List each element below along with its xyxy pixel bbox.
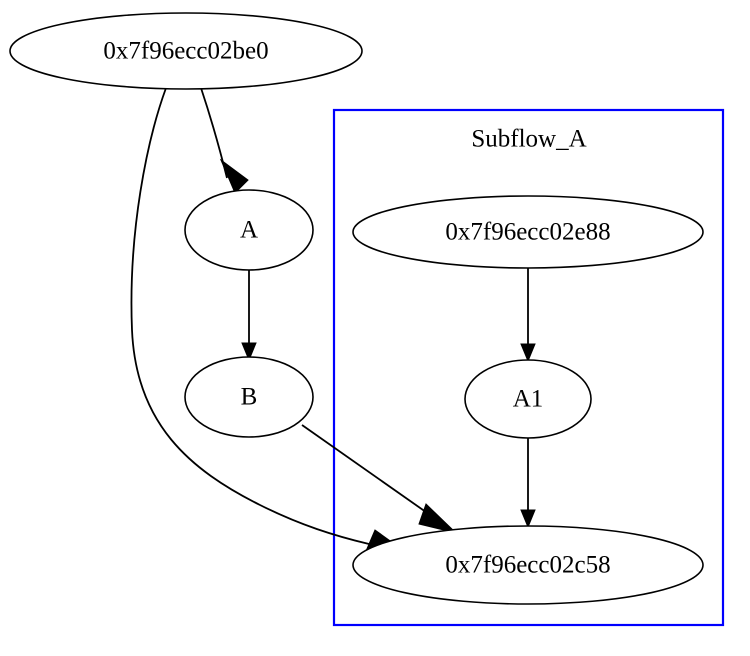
cluster-border-rect	[332, 108, 725, 627]
edge-layer	[130, 87, 536, 552]
node-b[interactable]: B	[184, 356, 314, 438]
node-root[interactable]: 0x7f96ecc02be0	[9, 12, 363, 90]
edge-a-to-b-arrowhead	[241, 342, 257, 362]
node-b-label: B	[241, 384, 258, 411]
node-c58-label: 0x7f96ecc02c58	[445, 552, 610, 579]
node-e88[interactable]: 0x7f96ecc02e88	[352, 195, 704, 269]
edge-e88-to-a1-arrowhead	[520, 343, 536, 363]
node-b-ellipse	[184, 356, 314, 438]
node-a-label: A	[240, 217, 258, 244]
node-root-label: 0x7f96ecc02be0	[103, 38, 268, 65]
edge-a1-to-c58[interactable]	[520, 438, 536, 529]
edge-a1-to-c58-arrowhead	[520, 509, 536, 529]
edge-root-to-a-arrowhead	[219, 158, 249, 194]
node-a[interactable]: A	[184, 189, 314, 271]
edge-b-to-c58[interactable]	[301, 424, 458, 534]
edge-root-to-c58-line	[130, 87, 370, 545]
node-e88-ellipse	[352, 195, 704, 269]
edge-b-to-c58-line	[301, 424, 434, 518]
edge-e88-to-a1[interactable]	[520, 268, 536, 363]
edge-a-to-b[interactable]	[241, 270, 257, 362]
node-c58-ellipse	[352, 525, 704, 605]
node-layer: 0x7f96ecc02be0 A B 0x7f96ecc02e88 A1 0x7	[9, 12, 704, 605]
node-c58[interactable]: 0x7f96ecc02c58	[352, 525, 704, 605]
cluster-subflow-a[interactable]: Subflow_A	[332, 108, 725, 627]
edge-b-to-c58-arrowhead	[418, 503, 458, 534]
edge-root-to-a[interactable]	[200, 87, 249, 194]
node-root-ellipse	[9, 12, 363, 90]
node-e88-label: 0x7f96ecc02e88	[445, 219, 610, 246]
node-a1[interactable]: A1	[464, 359, 592, 439]
node-a-ellipse	[184, 189, 314, 271]
edge-root-to-c58[interactable]	[130, 87, 402, 552]
node-a1-ellipse	[464, 359, 592, 439]
cluster-label-subflow-a: Subflow_A	[471, 126, 586, 153]
node-a1-label: A1	[513, 386, 544, 413]
